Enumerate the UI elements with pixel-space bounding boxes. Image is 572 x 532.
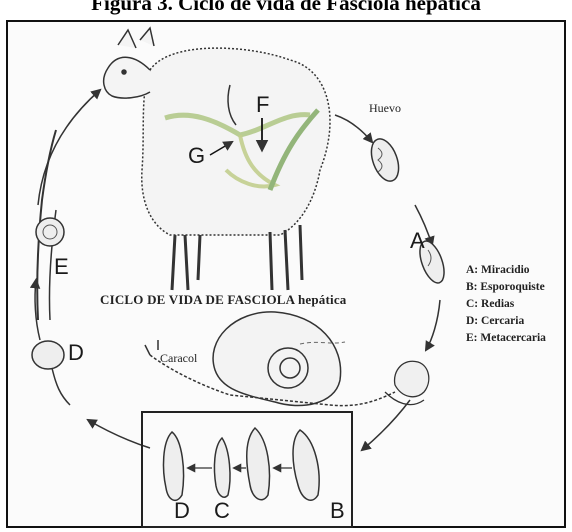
arrow-to-sheep bbox=[38, 90, 100, 205]
stage-letter-c: C bbox=[214, 500, 230, 522]
stage-letter-d-left: D bbox=[68, 342, 84, 364]
stage-letter-f: F bbox=[256, 94, 269, 116]
arrow-to-cercaria bbox=[88, 420, 150, 448]
cycle-title: CICLO DE VIDA DE FASCIOLA hepática bbox=[100, 292, 347, 308]
legend-item: B: Esporoquiste bbox=[466, 279, 546, 296]
stage-letter-g: G bbox=[188, 145, 205, 167]
arrow-a-to-snail bbox=[426, 300, 440, 350]
egg-label: Huevo bbox=[369, 102, 401, 114]
stage-legend: A: Miracidio B: Esporoquiste C: Redias D… bbox=[466, 262, 546, 347]
egg-illustration bbox=[366, 135, 404, 185]
stage-letter-d-box: D bbox=[174, 500, 190, 522]
arrow-to-egg bbox=[335, 115, 372, 142]
legend-item: D: Cercaria bbox=[466, 313, 546, 330]
cercaria-illustration bbox=[32, 341, 70, 405]
stage-letter-b: B bbox=[330, 500, 345, 522]
stage-letter-a: A bbox=[410, 230, 425, 252]
redia-illustration-2 bbox=[214, 438, 230, 497]
small-snail-illustration bbox=[385, 361, 429, 404]
snail-label: Caracol bbox=[160, 352, 197, 364]
sheep-illustration bbox=[104, 28, 330, 290]
arrow-to-sporocyst bbox=[362, 400, 410, 450]
cercaria-box-illustration bbox=[164, 432, 184, 500]
stage-letter-e: E bbox=[54, 256, 69, 278]
sporocyst-illustration bbox=[293, 430, 319, 500]
legend-item: C: Redias bbox=[466, 296, 546, 313]
legend-item: A: Miracidio bbox=[466, 262, 546, 279]
legend-item: E: Metacercaria bbox=[466, 330, 546, 347]
redia-illustration-1 bbox=[247, 428, 270, 500]
